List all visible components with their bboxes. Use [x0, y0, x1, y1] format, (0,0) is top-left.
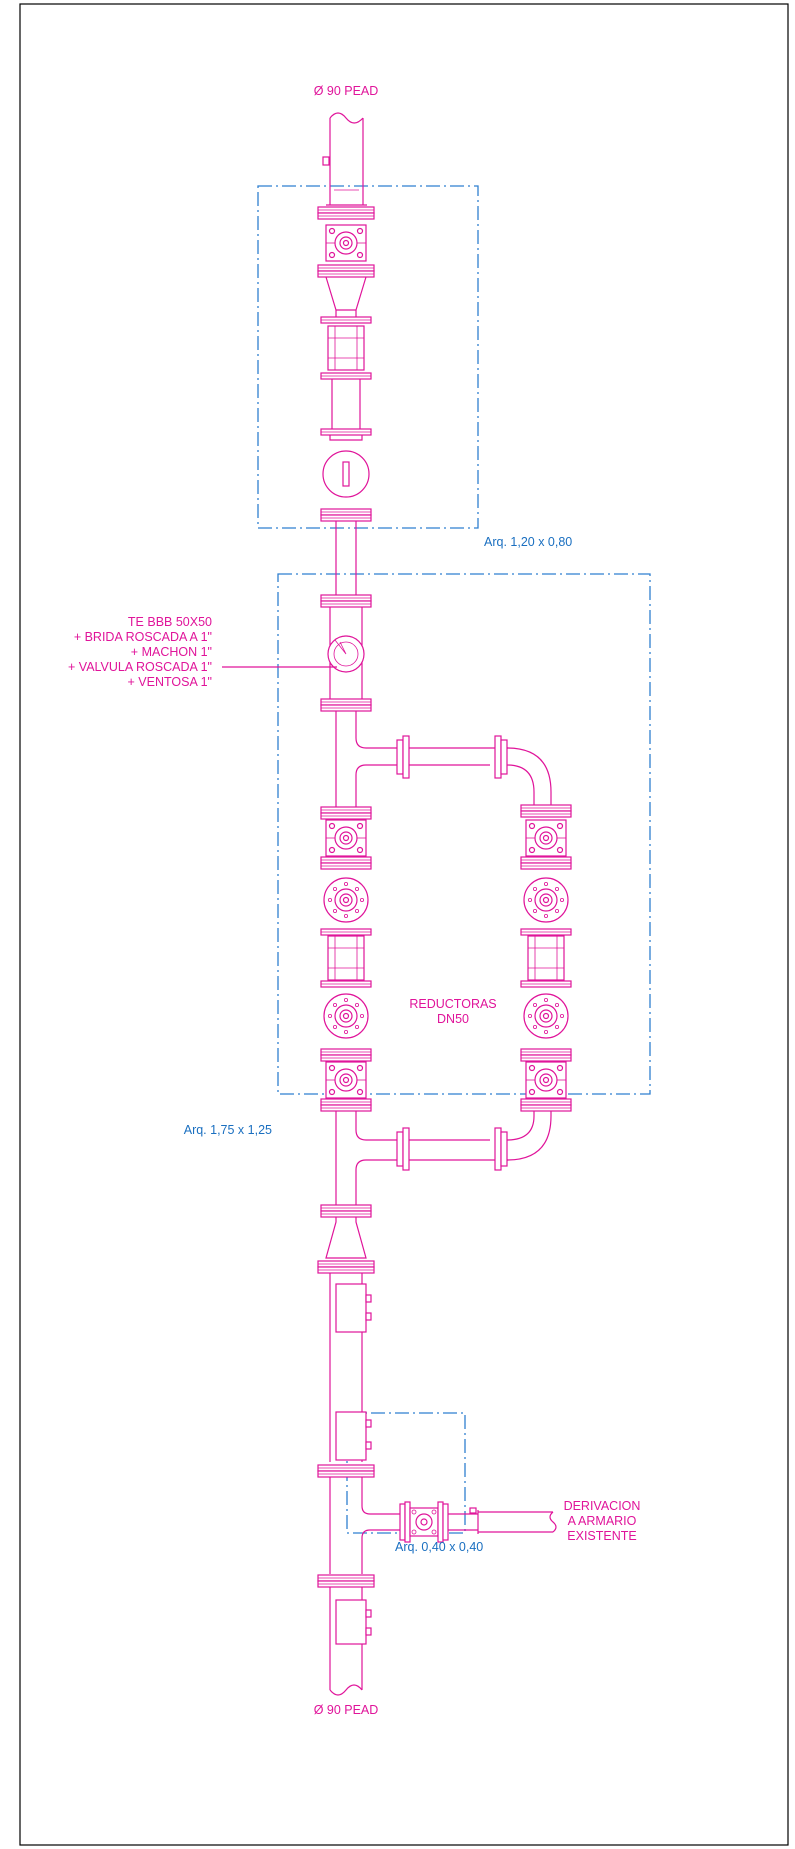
reductoras-size-label: DN50: [437, 1012, 469, 1026]
enclosure-middle: [277, 573, 651, 1095]
derivacion-line: A ARMARIO: [568, 1514, 637, 1528]
tee-note-line: + MACHON 1": [131, 645, 212, 659]
main-pipeline: [317, 112, 390, 1696]
tee-note-line: + BRIDA ROSCADA A 1": [74, 630, 212, 644]
enclosure-bottom-label: Arq. 0,40 x 0,40: [395, 1540, 483, 1554]
derivation-branch: [382, 1501, 557, 1543]
enclosure-middle-label: Arq. 1,75 x 1,25: [184, 1123, 272, 1137]
branch-right-column: [520, 804, 572, 1112]
derivacion-line: DERIVACION: [564, 1499, 641, 1513]
enclosure-top: [257, 185, 479, 529]
bottom-pipe-label: Ø 90 PEAD: [314, 1703, 379, 1717]
tee-note-line: + VENTOSA 1": [128, 675, 212, 689]
top-pipe-label: Ø 90 PEAD: [314, 84, 379, 98]
branch-upper: [390, 735, 552, 806]
branch-lower: [390, 1111, 552, 1171]
tee-note-line: + VALVULA ROSCADA 1": [68, 660, 212, 674]
tee-note: TE BBB 50X50 + BRIDA ROSCADA A 1" + MACH…: [68, 615, 212, 689]
derivacion-line: EXISTENTE: [567, 1529, 636, 1543]
enclosure-top-label: Arq. 1,20 x 0,80: [484, 535, 572, 549]
drawing-frame: [19, 3, 789, 1846]
tee-note-line: TE BBB 50X50: [128, 615, 212, 629]
reductoras-label: REDUCTORAS: [409, 997, 496, 1011]
derivacion-label: DERIVACION A ARMARIO EXISTENTE: [564, 1499, 641, 1543]
